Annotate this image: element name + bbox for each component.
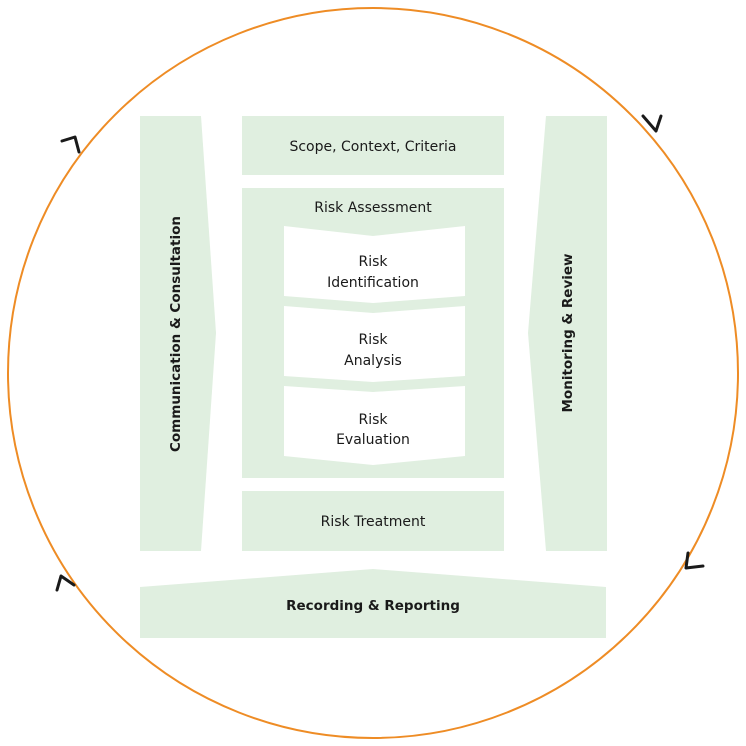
risk-identification-step [284, 226, 465, 303]
risk-analysis-line2: Analysis [344, 353, 402, 369]
scope-context-criteria-box [242, 116, 504, 175]
risk-assessment-title: Risk Assessment [314, 200, 432, 216]
risk-identification-line1: Risk [358, 254, 388, 270]
risk-evaluation-line1: Risk [358, 412, 388, 428]
scope-context-criteria-label: Scope, Context, Criteria [289, 139, 456, 155]
cycle-circle [7, 7, 739, 739]
risk-identification-line2: Identification [327, 275, 419, 291]
arrowhead-icon-bottom-left [55, 574, 76, 592]
arrowhead-icon-top-right [641, 114, 663, 133]
communication-consultation-bar [140, 116, 216, 551]
recording-reporting-bar [140, 569, 606, 638]
monitoring-review-label: Monitoring & Review [560, 253, 576, 412]
arrowhead-icon-top-left [60, 135, 81, 154]
risk-treatment-label: Risk Treatment [321, 514, 426, 530]
arrowhead-icon-bottom-right [684, 551, 705, 570]
communication-consultation-label: Communication & Consultation [168, 216, 184, 452]
risk-evaluation-step [284, 386, 465, 465]
risk-treatment-box [242, 491, 504, 551]
risk-analysis-step [284, 306, 465, 382]
risk-evaluation-line2: Evaluation [336, 432, 410, 448]
recording-reporting-label: Recording & Reporting [286, 598, 460, 614]
monitoring-review-bar [528, 116, 607, 551]
risk-analysis-line1: Risk [358, 332, 388, 348]
